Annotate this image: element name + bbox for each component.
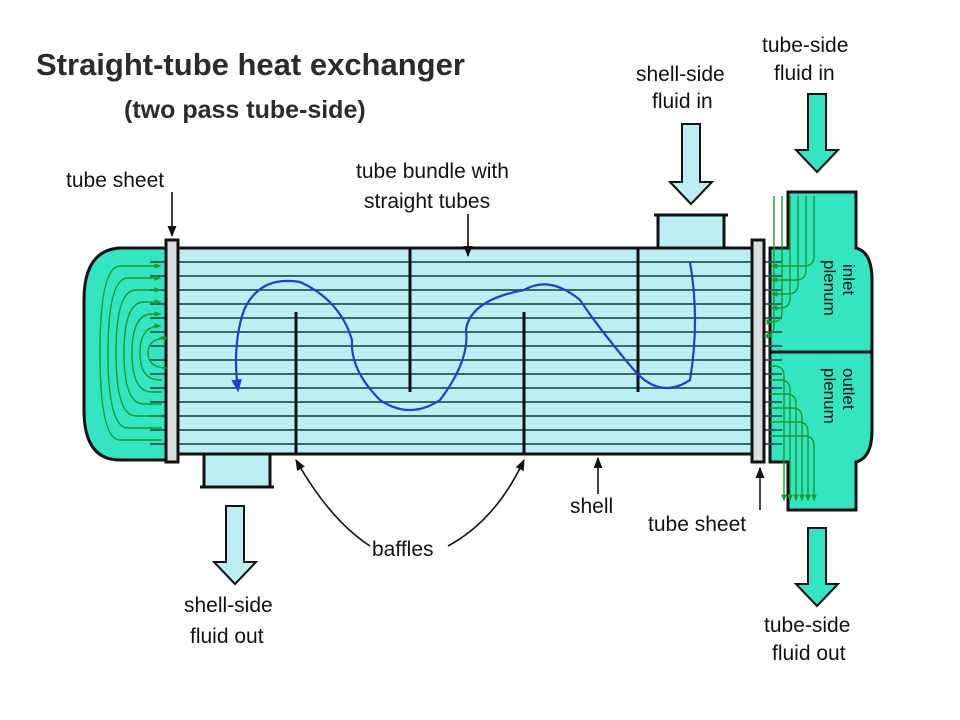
tube-sheet-right (750, 238, 766, 464)
tube-flow-arrow (139, 323, 162, 381)
shell-side-flow (231, 261, 697, 411)
tube-flow-arrow (770, 379, 793, 502)
shell-side-in-label-line2: fluid in (652, 90, 713, 113)
left-return-head (82, 246, 170, 462)
baffles-group (294, 248, 640, 454)
shell-outlet-nozzle (202, 452, 272, 489)
diagram-title: Straight-tube heat exchanger (36, 47, 465, 82)
tube-side-in-label-line1: tube-side (762, 34, 848, 57)
tube-flow-arrow (770, 407, 805, 502)
tube-side-in-label-line2: fluid in (774, 62, 835, 85)
tube-flow-arrow (115, 287, 162, 417)
tube-bundle-label-line2: straight tubes (364, 190, 490, 213)
tube-flow-arrow (131, 311, 162, 393)
tube-flow-arrow (107, 275, 162, 429)
tube-flow-arrow (770, 196, 791, 311)
baffles-label: baffles (372, 538, 434, 561)
tube-flow-arrow (770, 421, 811, 502)
shell-label: shell (570, 495, 613, 518)
tube-flow-arrow (763, 196, 775, 339)
tube-flow-arrow (770, 435, 817, 502)
tube-side-flow (99, 196, 817, 502)
shell-side-out-label-line1: shell-side (184, 594, 273, 617)
tube-side-out-label-line2: fluid out (772, 642, 846, 665)
tube-bundle-label-line1: tube bundle with (356, 160, 509, 183)
tube-side-in-arrow (793, 93, 841, 174)
shell-side-out-arrow (211, 505, 259, 586)
tube-sheet-left-label: tube sheet (66, 169, 164, 192)
tube-flow-arrow (770, 196, 799, 297)
inlet-plenum-label-line2: plenum (820, 260, 839, 316)
tube-side-out-arrow (793, 527, 841, 608)
diagram-subtitle: (two pass tube-side) (124, 96, 366, 124)
tube-flow-arrow (123, 299, 162, 405)
tube-sheet-right-label: tube sheet (648, 513, 746, 536)
tube-flow-arrow (770, 365, 787, 502)
inlet-plenum-label-line1: inlet (839, 264, 858, 295)
outlet-plenum-label-line2: plenum (820, 368, 839, 424)
tube-flow-arrow (770, 393, 799, 502)
tube-flow-arrow (147, 335, 169, 369)
tube-flow-arrow (99, 263, 162, 441)
outlet-plenum-label-line1: outlet (839, 368, 858, 410)
shell-inlet-nozzle (656, 213, 726, 250)
shell-body (176, 246, 762, 456)
shell-side-in-arrow (667, 123, 715, 206)
tube-sheet-left (164, 238, 180, 464)
tube-flow-arrow (770, 196, 815, 269)
shell-side-out-label-line2: fluid out (190, 625, 264, 648)
shell-side-in-label-line1: shell-side (636, 63, 725, 86)
tube-side-out-label-line1: tube-side (764, 614, 850, 637)
tube-flow-arrow (770, 196, 807, 283)
